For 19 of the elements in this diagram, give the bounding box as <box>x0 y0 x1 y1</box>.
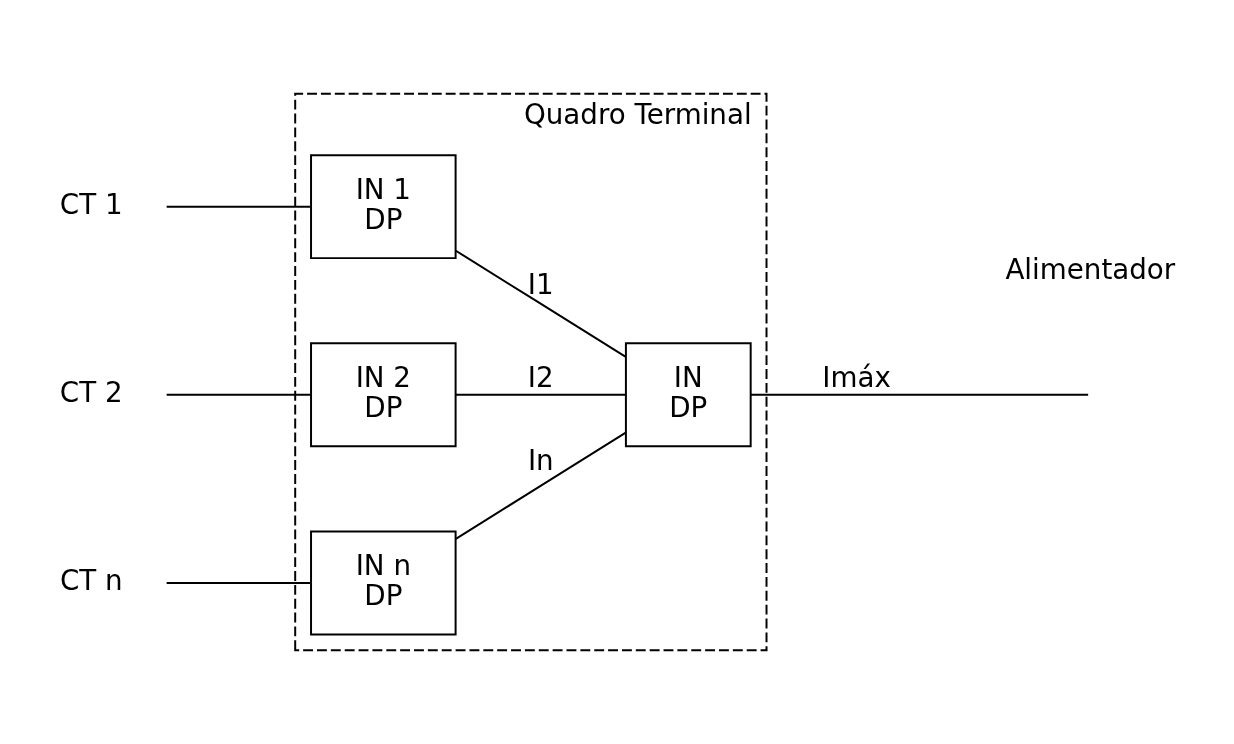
connector <box>165 581 312 584</box>
node-box: IN 1 DP <box>310 154 457 260</box>
edge-label: Imáx <box>822 361 891 395</box>
connector <box>454 249 627 358</box>
node-box: IN DP <box>624 342 752 448</box>
node-box: IN 2 DP <box>310 342 457 448</box>
node-text: CT n <box>59 564 123 598</box>
node-text: CT 2 <box>59 376 123 410</box>
connector <box>454 393 627 396</box>
node-text: CT 1 <box>59 187 123 221</box>
connector <box>165 393 312 396</box>
connector <box>749 393 1090 396</box>
connector <box>454 431 627 540</box>
label: Alimentador <box>1005 253 1176 287</box>
edge-label: I1 <box>527 268 554 302</box>
node-box: IN n DP <box>310 530 457 636</box>
edge-label: In <box>527 444 554 478</box>
connector <box>165 205 312 208</box>
edge-label: I2 <box>527 361 554 395</box>
